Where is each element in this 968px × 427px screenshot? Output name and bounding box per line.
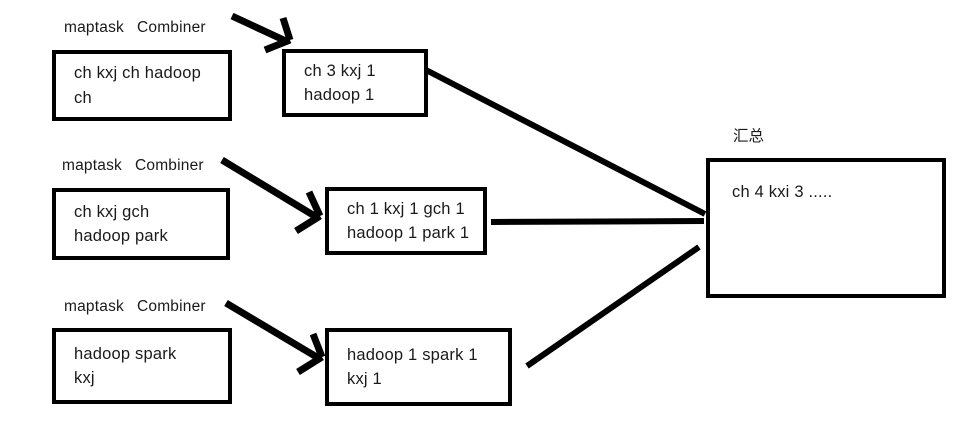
combiner-label-1: Combiner <box>136 19 206 36</box>
maptask-label-1: maptask <box>64 19 124 36</box>
stage-label-row-3: maptask Combiner <box>64 298 206 316</box>
combiner-output-line: ch 1 kxj 1 gch 1 <box>347 199 465 218</box>
maptask-input-line: ch kxj gch <box>74 202 150 221</box>
combiner-output-line: hadoop 1 <box>304 86 375 104</box>
combiner-output-line: ch 3 kxj 1 <box>304 61 376 80</box>
arrow-maptask-to-combiner-2 <box>220 157 324 234</box>
maptask-input-line: ch kxj ch hadoop <box>74 64 202 82</box>
stage-label-row-2: maptask Combiner <box>62 157 204 175</box>
combiner-output-box-3: hadoop 1 spark 1 kxj 1 <box>325 328 512 406</box>
combiner-output-box-2: ch 1 kxj 1 gch 1 hadoop 1 park 1 <box>325 187 487 255</box>
combiner-output-line: hadoop 1 spark 1 <box>347 345 478 364</box>
arrow-maptask-to-combiner-3 <box>224 299 326 375</box>
maptask-input-box-3: hadoop spark kxj <box>52 328 232 404</box>
maptask-label-3: maptask <box>64 298 124 315</box>
maptask-input-box-2: ch kxj gch hadoop park <box>52 188 230 260</box>
maptask-input-line: hadoop park <box>74 227 168 245</box>
edge-combiner3-to-summary <box>525 244 701 369</box>
combiner-label-2: Combiner <box>134 157 204 174</box>
combiner-output-box-1: ch 3 kxj 1 hadoop 1 <box>282 49 428 117</box>
maptask-input-line: hadoop spark <box>74 344 177 363</box>
combiner-output-line: hadoop 1 park 1 <box>347 224 470 242</box>
combiner-output-line: kxj 1 <box>347 370 382 388</box>
maptask-input-line: ch <box>74 88 92 107</box>
edge-combiner2-to-summary <box>490 218 705 225</box>
arrow-maptask-to-combiner-1 <box>230 12 294 54</box>
maptask-label-2: maptask <box>62 157 122 174</box>
summary-label: 汇总 <box>733 128 765 145</box>
maptask-input-box-1: ch kxj ch hadoop ch <box>52 50 232 121</box>
maptask-input-line: kxj <box>74 369 95 387</box>
summary-line: ch 4 kxi 3 ..... <box>732 183 833 201</box>
combiner-label-3: Combiner <box>136 298 206 315</box>
stage-label-row-1: maptask Combiner <box>64 19 206 37</box>
summary-box: ch 4 kxi 3 ..... <box>706 158 946 298</box>
